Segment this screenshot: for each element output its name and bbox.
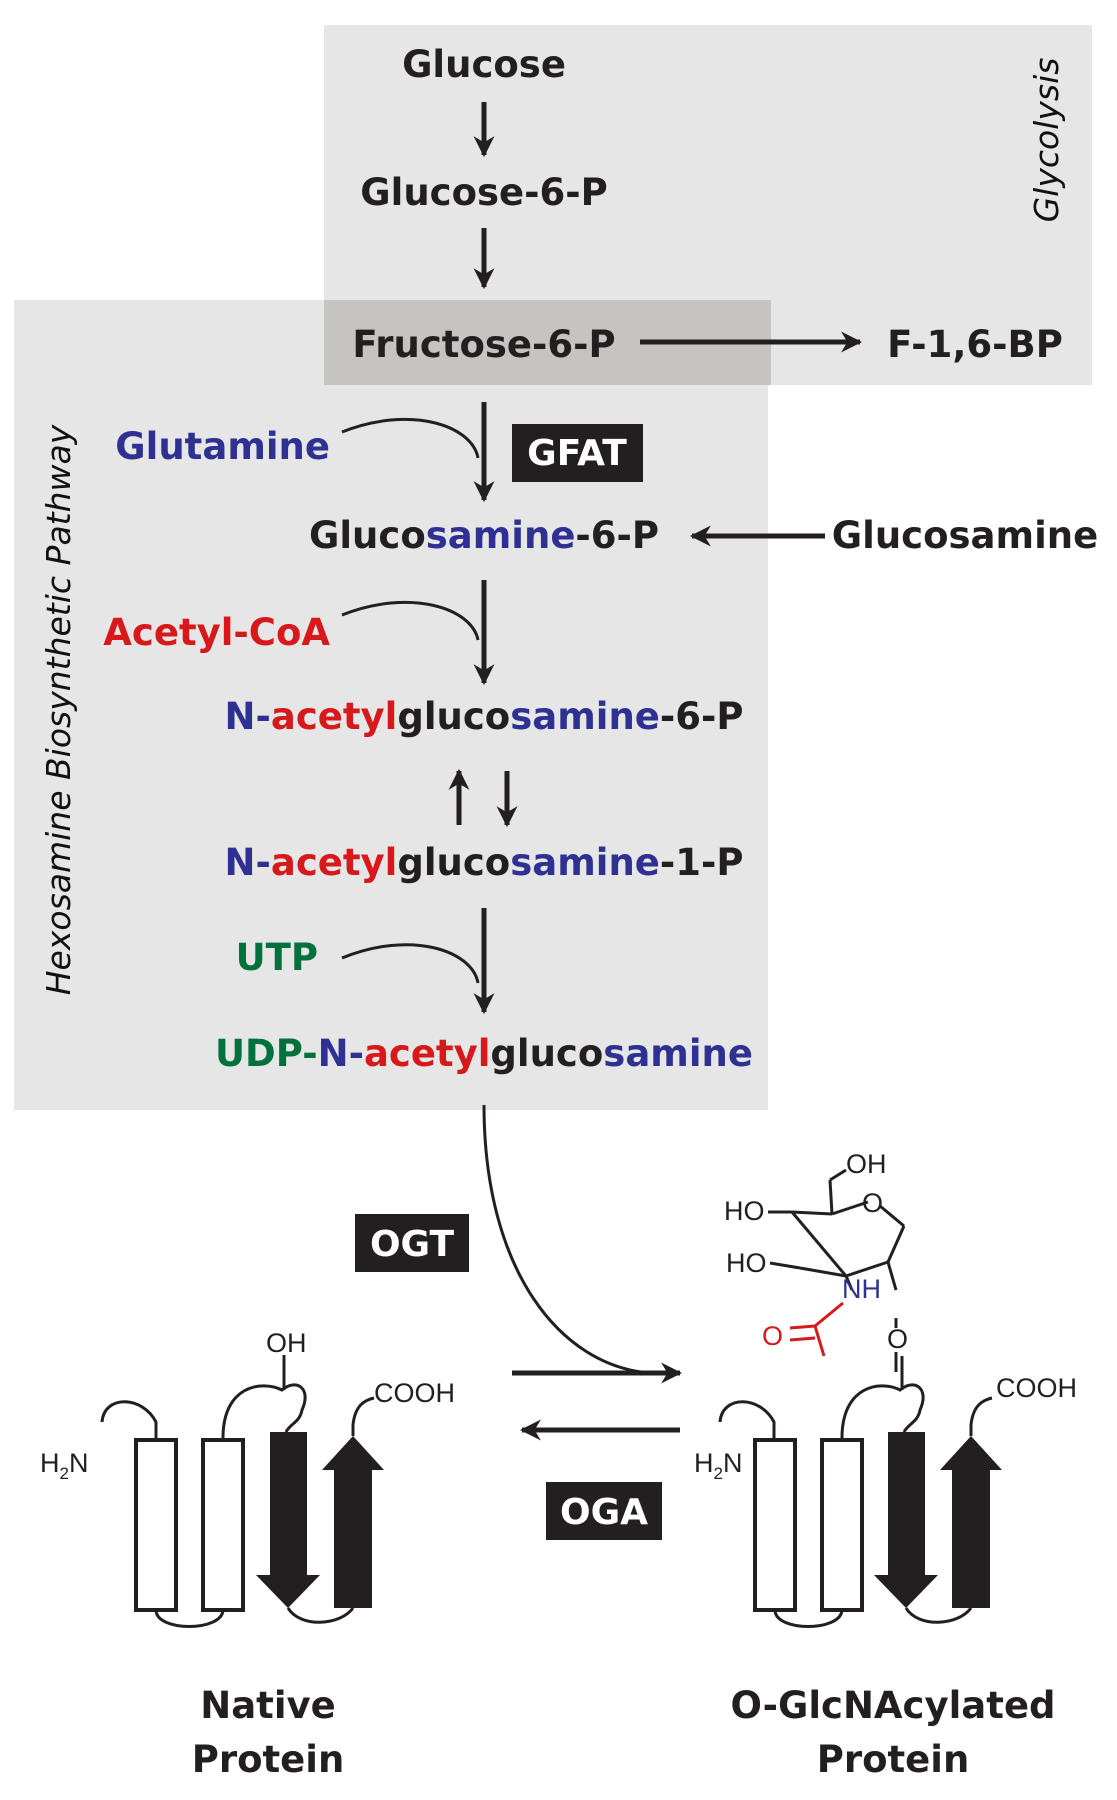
native-beta-strand-2	[201, 1438, 245, 1612]
sugar-nh-label: NH	[842, 1274, 881, 1304]
gfat-label: GFAT	[527, 433, 627, 474]
glcnac-chair-structure	[768, 1168, 906, 1372]
sugar-oh-label: OH	[846, 1149, 887, 1179]
f-1-6-bp-label: F-1,6-BP	[887, 323, 1063, 366]
modified-beta-arrow-down	[874, 1432, 938, 1608]
acetyl-group-bonds	[789, 1301, 844, 1357]
modified-beta-arrow-up	[940, 1436, 1002, 1608]
carbonyl-oxygen-label: O	[762, 1321, 783, 1351]
oga-enzyme-box	[546, 1482, 662, 1540]
oga-label: OGA	[560, 1492, 648, 1533]
modified-protein-caption-line1: O-GlcNAcylated	[730, 1684, 1055, 1727]
ogt-enzyme-box	[355, 1214, 469, 1272]
native-protein-caption-line1: Native	[200, 1684, 336, 1727]
hexosamine-pathway-label: Hexosamine Biosynthetic Pathway	[39, 424, 78, 995]
glucosamine-6-p-label: Glucosamine-6-P	[309, 514, 659, 557]
modified-beta-strand-1	[753, 1438, 797, 1612]
glucose-6-p-label: Glucose-6-P	[360, 171, 607, 214]
glcnac-6-p-label: N-acetylglucosamine-6-P	[225, 695, 744, 738]
gfat-enzyme-box	[512, 424, 643, 482]
modified-h2n-label: H2N	[694, 1448, 742, 1483]
native-protein-structure	[100, 1355, 384, 1628]
native-beta-arrow-down	[256, 1432, 320, 1608]
native-cooh-label: COOH	[374, 1378, 455, 1408]
glucose-label: Glucose	[402, 43, 566, 86]
native-oh-label: OH	[266, 1328, 307, 1358]
modified-protein-caption-line2: Protein	[817, 1738, 970, 1781]
native-beta-arrow-up	[322, 1436, 384, 1608]
native-beta-strand-1	[134, 1438, 178, 1612]
utp-label: UTP	[236, 936, 318, 979]
glycosidic-oxygen-label: O	[887, 1324, 908, 1354]
modified-protein-structure	[718, 1356, 1002, 1628]
fructose-6-p-label: Fructose-6-P	[352, 323, 615, 366]
utp-curved-arrow	[341, 943, 480, 984]
sugar-ho-lower-label: HO	[726, 1248, 767, 1278]
native-h2n-label: H2N	[40, 1448, 88, 1483]
glutamine-curved-arrow	[341, 418, 480, 459]
acetyl-coa-label: Acetyl-CoA	[103, 611, 330, 654]
glucosamine-label: Glucosamine	[832, 514, 1098, 557]
native-protein-caption-line2: Protein	[192, 1738, 345, 1781]
sugar-ho-upper-label: HO	[724, 1196, 765, 1226]
glycolysis-label: Glycolysis	[1027, 58, 1066, 223]
glutamine-label: Glutamine	[115, 425, 330, 468]
udp-glcnac-label: UDP-N-acetylglucosamine	[215, 1032, 753, 1075]
sugar-ring-oxygen: O	[862, 1188, 883, 1218]
modified-cooh-label: COOH	[996, 1373, 1077, 1403]
glcnac-1-p-label: N-acetylglucosamine-1-P	[225, 841, 744, 884]
acetyl-coa-curved-arrow	[341, 600, 480, 641]
udp-glcnac-to-ogt-curve	[482, 1104, 651, 1375]
ogt-label: OGT	[370, 1224, 455, 1265]
modified-beta-strand-2	[820, 1438, 864, 1612]
